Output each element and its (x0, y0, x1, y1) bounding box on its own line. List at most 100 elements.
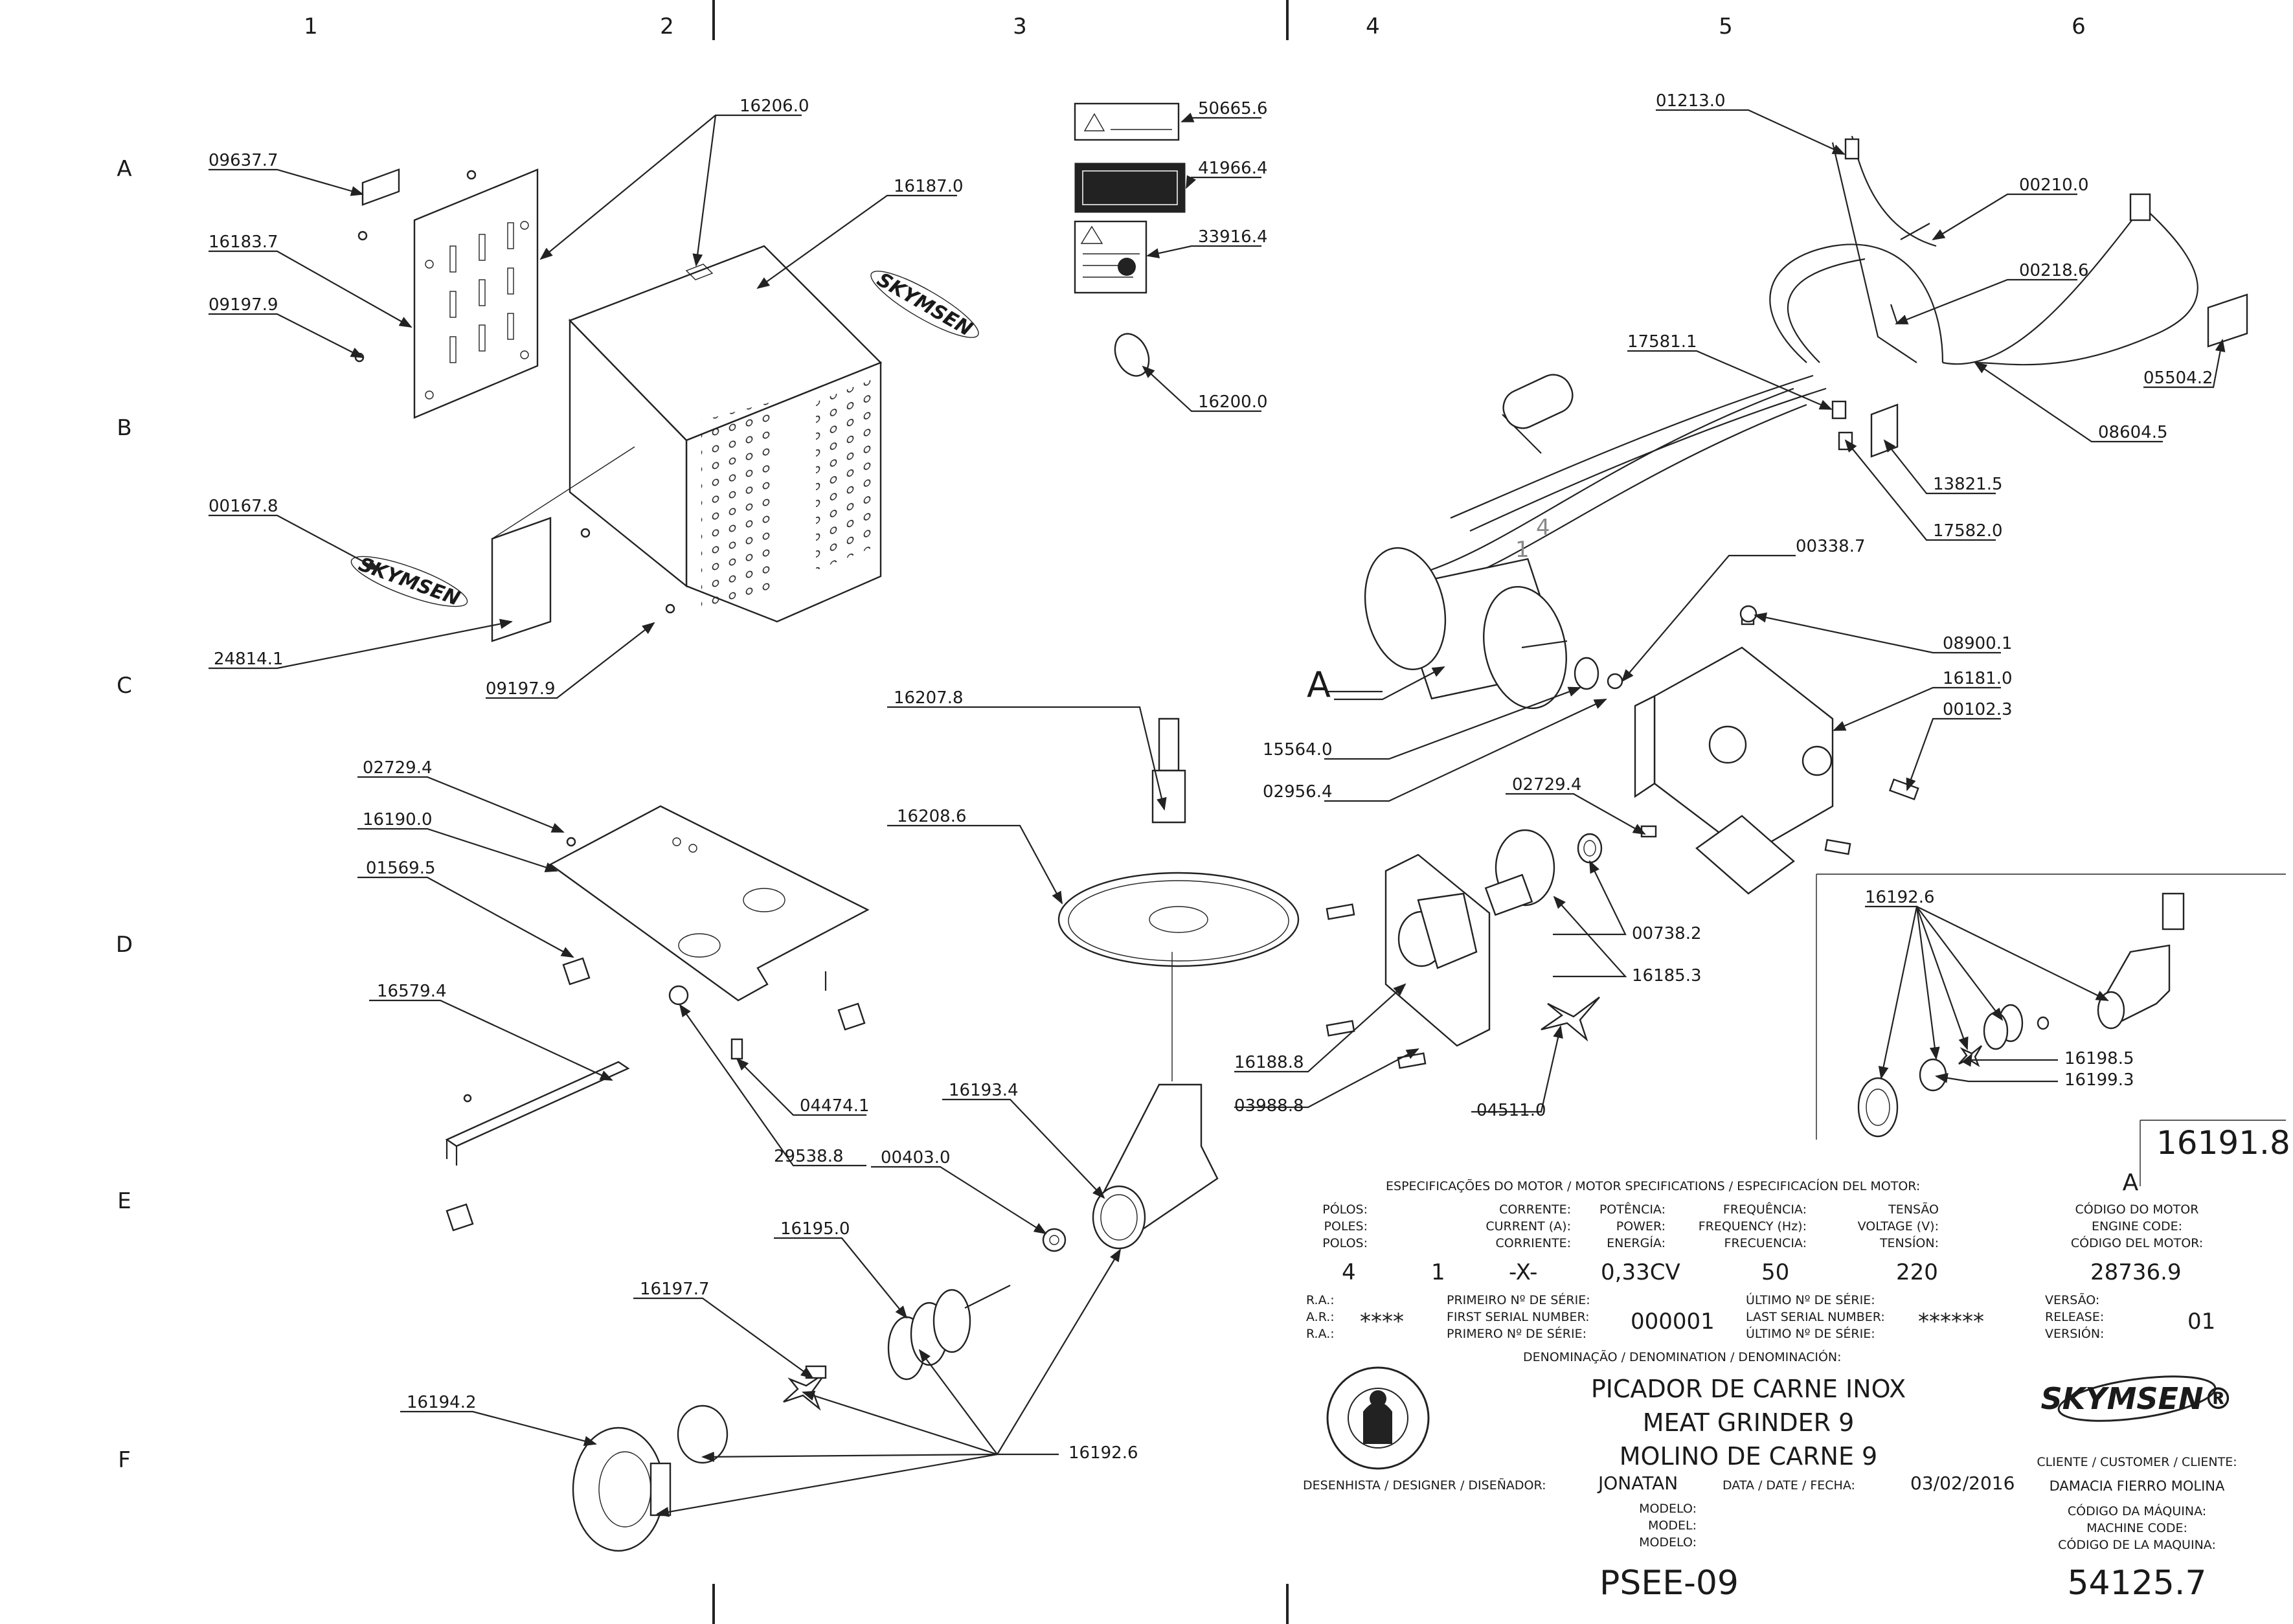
ring-nut (572, 1427, 672, 1552)
part-label: 02729.4 (363, 758, 433, 778)
grid-row-a: A (117, 156, 131, 182)
first-serial-value: 000001 (1631, 1309, 1715, 1335)
volt-value: 220 (1896, 1259, 1938, 1285)
date-label: DATA / DATE / FECHA: (1723, 1478, 1855, 1493)
brand-logo-cover: SKYMSEN (350, 553, 468, 611)
designer-value: JONATAN (1597, 1472, 1678, 1494)
part-label: 16194.2 (407, 1393, 477, 1412)
knife-and-disc (677, 1365, 827, 1464)
engine-code-label-es: CÓDIGO DEL MOTOR: (2071, 1235, 2203, 1250)
wire-number-4: 4 (1536, 515, 1550, 541)
machine-code-label-en: MACHINE CODE: (2086, 1521, 2187, 1535)
first-serial-label-en: FIRST SERIAL NUMBER: (1447, 1310, 1590, 1324)
designer-label: DESENHISTA / DESIGNER / DISEÑADOR: (1303, 1478, 1546, 1493)
auger (887, 1285, 1011, 1381)
part-label: 00210.0 (2019, 175, 2089, 195)
part-label: 02729.4 (1512, 775, 1582, 795)
part-label: 05504.2 (2143, 368, 2213, 388)
part-label: 08604.5 (2098, 423, 2168, 442)
machine-code-label-es: CÓDIGO DE LA MAQUINA: (2058, 1537, 2216, 1552)
client-value: DAMACIA FIERRO MOLINA (2050, 1478, 2225, 1494)
washer (1042, 1228, 1067, 1252)
last-serial-label-pt: ÚLTIMO Nº DE SÉRIE: (1746, 1292, 1875, 1307)
version-label-pt: VERSÃO: (2045, 1292, 2099, 1307)
motor (1364, 547, 1623, 710)
warning-stickers (1074, 102, 1186, 294)
brand-mark-text: SKYMSEN® (2041, 1381, 2233, 1416)
part-label: 01213.0 (1656, 91, 1726, 111)
grid-row-d: D (116, 932, 133, 958)
part-label: 16185.3 (1632, 966, 1702, 986)
part-label: 15564.0 (1263, 740, 1333, 760)
version-label-es: VERSIÓN: (2045, 1325, 2104, 1341)
denomination-heading: DENOMINAÇÃO / DENOMINATION / DENOMINACIÓ… (1523, 1349, 1842, 1364)
knife-blade (1541, 997, 1600, 1042)
ra-label: A.R.: (1306, 1310, 1335, 1324)
wiring-harness (1430, 135, 2248, 587)
part-label: 00738.2 (1632, 924, 1702, 943)
pinion-gear (1484, 829, 1603, 916)
part-label: 09197.9 (209, 295, 278, 315)
power-label-pt: POTÊNCIA: (1599, 1202, 1666, 1217)
title-block: ESPECIFICAÇÕES DO MOTOR / MOTOR SPECIFIC… (1303, 1179, 2237, 1603)
engine-code-label-en: ENGINE CODE: (2092, 1219, 2182, 1234)
current-value: -X- (1509, 1259, 1537, 1285)
part-label: 13821.5 (1933, 475, 2003, 494)
part-labels: 09637.7 16183.7 09197.9 00167.8 24814.1 … (209, 91, 2213, 1463)
brand-logo-titleblock: SKYMSEN® (2041, 1375, 2233, 1422)
volt-label-en: VOLTAGE (V): (1858, 1219, 1939, 1234)
brand-logo-text: SKYMSEN (873, 268, 976, 341)
freq-value: 50 (1761, 1259, 1789, 1285)
grid-col-2: 2 (660, 14, 674, 39)
freq-label-pt: FREQUÊNCIA: (1723, 1202, 1807, 1217)
part-drawings: SKYMSEN SKYMSEN (350, 102, 2286, 1552)
model-value: PSEE-09 (1599, 1564, 1739, 1603)
base-plate (548, 805, 870, 1060)
poles-label-en: POLES: (1324, 1219, 1368, 1234)
grid-col-6: 6 (2072, 14, 2086, 39)
engine-code-label-pt: CÓDIGO DO MOTOR (2075, 1201, 2199, 1217)
part-label: 03988.8 (1234, 1096, 1304, 1116)
part-label: 00403.0 (881, 1148, 951, 1167)
inset-assembly (1816, 874, 2286, 1186)
part-label: 16208.6 (897, 807, 967, 826)
poles-label-es: POLOS: (1322, 1236, 1368, 1250)
version-value: 01 (2187, 1309, 2215, 1335)
part-label: 00218.6 (2019, 261, 2089, 280)
grid-row-b: B (117, 415, 131, 441)
part-label: 50665.6 (1198, 99, 1268, 118)
ra-label: R.A.: (1306, 1327, 1335, 1341)
part-label: 16188.8 (1234, 1053, 1304, 1072)
product-name-pt: PICADOR DE CARNE INOX (1591, 1375, 1906, 1403)
part-label: 16200.0 (1198, 392, 1268, 412)
first-serial-label-pt: PRIMEIRO Nº DE SÉRIE: (1447, 1292, 1590, 1307)
part-label: 16187.0 (894, 177, 964, 196)
part-label: 00102.3 (1943, 700, 2013, 719)
poles-value: 4 (1342, 1259, 1356, 1285)
part-label: 29538.8 (774, 1147, 844, 1166)
leader-lines (209, 109, 2226, 1517)
part-label: 09637.7 (209, 151, 278, 170)
version-label-en: RELEASE: (2045, 1310, 2104, 1324)
part-label: 08900.1 (1943, 634, 2013, 653)
freq-label-en: FREQUENCY (Hz): (1699, 1219, 1807, 1234)
part-label: 09197.9 (486, 679, 556, 699)
view-letter: A (1307, 664, 1331, 705)
model-label-en: MODEL: (1648, 1518, 1697, 1533)
model-label-pt: MODELO: (1639, 1502, 1697, 1516)
ra-value: **** (1360, 1309, 1404, 1335)
tray-and-pusher (1057, 717, 1300, 1081)
part-label: 16192.6 (1068, 1443, 1138, 1463)
part-label: 16199.3 (2064, 1070, 2134, 1090)
part-label: 16195.0 (780, 1219, 850, 1239)
inset-code: 16191.8 (2156, 1124, 2290, 1162)
grid-col-3: 3 (1013, 14, 1027, 39)
last-serial-label-es: ÚLTIMO Nº DE SÉRIE: (1746, 1325, 1875, 1341)
current-label-pt: CORRENTE: (1499, 1202, 1571, 1217)
grinder-body (1092, 1083, 1219, 1250)
model-label-es: MODELO: (1639, 1535, 1697, 1550)
power-value: 0,33CV (1601, 1259, 1680, 1285)
part-label: 17581.1 (1627, 332, 1697, 352)
engine-code-value: 28736.9 (2090, 1259, 2182, 1285)
